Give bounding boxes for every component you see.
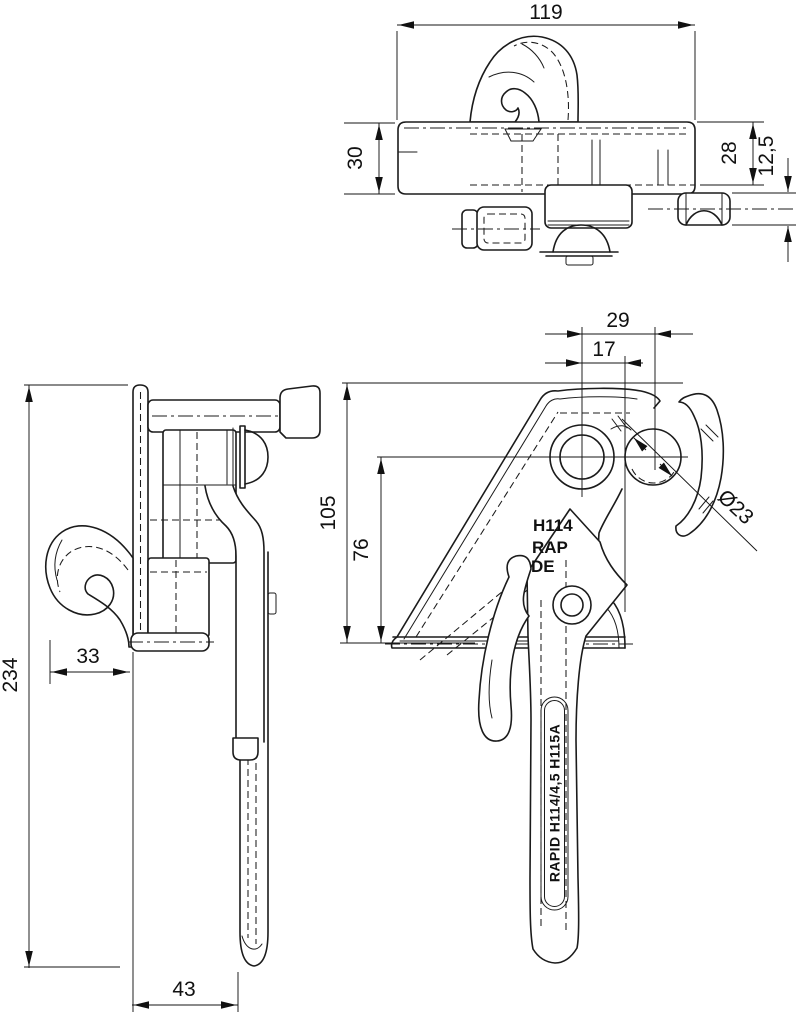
- dim-top-height-right: 28: [718, 141, 741, 164]
- dim-front-pitch-outer: 29: [606, 309, 629, 332]
- dim-front-overall-height: 105: [317, 495, 340, 530]
- dim-side-total-height: 234: [0, 657, 22, 692]
- body-marking-line3: DE: [531, 557, 555, 576]
- dim-front-hook-diameter: Ø23: [713, 485, 758, 529]
- dim-top-flange: 12,5: [755, 136, 778, 177]
- body-marking-line1: H114: [533, 516, 573, 535]
- dim-side-base-width: 43: [172, 978, 195, 1001]
- dim-top-width: 119: [529, 1, 562, 24]
- dim-top-height-left: 30: [344, 146, 367, 169]
- top-view: 119 30 28 12,5: [344, 1, 796, 266]
- side-view: 234 33 43: [0, 384, 321, 1012]
- handle-marking-label: RAPID H114/4,5 H115A: [547, 724, 563, 882]
- dim-side-hook-depth: 33: [76, 645, 99, 668]
- dim-front-pitch-inner: 17: [592, 338, 615, 361]
- dim-front-hook-center-height: 76: [350, 538, 373, 561]
- body-marking-line2: RAP: [532, 538, 568, 557]
- front-view: RAPID H114/4,5 H115A H114 RAP DE 29 17 1…: [317, 309, 758, 964]
